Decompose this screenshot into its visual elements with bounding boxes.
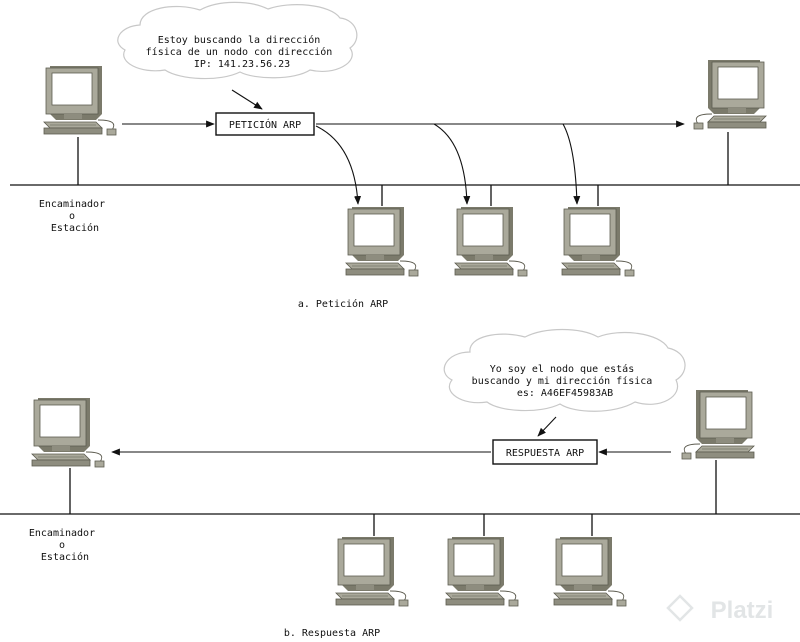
caption-a: a. Petición ARP — [298, 298, 388, 310]
target-computer-icon — [694, 60, 766, 129]
arp-request-label: PETICIÓN ARP — [229, 118, 301, 131]
reply-cloud-pointer-arrow — [537, 416, 557, 437]
router-label-a: Encaminador o Estación — [39, 199, 111, 234]
node-1-computer-icon — [345, 206, 419, 277]
request-cloud-line-2: física de un nodo con dirección — [146, 46, 333, 58]
request-arrow-node-3 — [562, 123, 581, 205]
platzi-logo-icon — [666, 594, 694, 622]
node-b3-computer-icon — [553, 536, 627, 607]
arp-reply-box — [492, 439, 598, 465]
node-b1-computer-icon — [335, 536, 409, 607]
request-arrow-node-2 — [433, 123, 471, 205]
request-cloud-line-1: Estoy buscando la dirección — [158, 34, 321, 46]
reply-section: Yo soy el nodo que estás buscando y mi d… — [0, 328, 800, 639]
node-b2-computer-icon — [445, 536, 519, 607]
platzi-watermark-text: Platzi — [711, 597, 774, 624]
svg-text:Yo soy el nodo que estás: Yo soy el nodo que estás buscando y mi d… — [472, 363, 659, 399]
cloud-pointer-arrow — [231, 89, 263, 110]
platzi-watermark: Platzi — [666, 594, 774, 624]
node-2-computer-icon — [454, 206, 528, 277]
sender-computer-icon — [43, 65, 117, 136]
request-section: Estoy buscando la dirección física de un… — [10, 1, 800, 310]
reply-cloud: Yo soy el nodo que estás buscando y mi d… — [443, 328, 686, 412]
reply-cloud-line-3: es: A46EF45983AB — [517, 388, 613, 399]
request-arrow-node-1 — [315, 125, 362, 205]
caption-b: b. Respuesta ARP — [284, 628, 380, 639]
reply-cloud-line-2: buscando y mi dirección física — [472, 375, 653, 387]
responder-computer-icon — [682, 390, 754, 459]
arp-reply-label: RESPUESTA ARP — [506, 448, 584, 459]
reply-cloud-line-1: Yo soy el nodo que estás — [490, 363, 635, 375]
request-cloud-line-3: IP: 141.23.56.23 — [194, 59, 290, 70]
requester-computer-icon — [31, 397, 105, 468]
svg-text:Estoy buscando la dirección: Estoy buscando la dirección física de un… — [146, 34, 339, 70]
request-cloud: Estoy buscando la dirección física de un… — [117, 1, 358, 80]
arp-request-box — [215, 112, 315, 136]
router-label-b: Encaminador o Estación — [29, 528, 101, 563]
node-3-computer-icon — [561, 206, 635, 277]
